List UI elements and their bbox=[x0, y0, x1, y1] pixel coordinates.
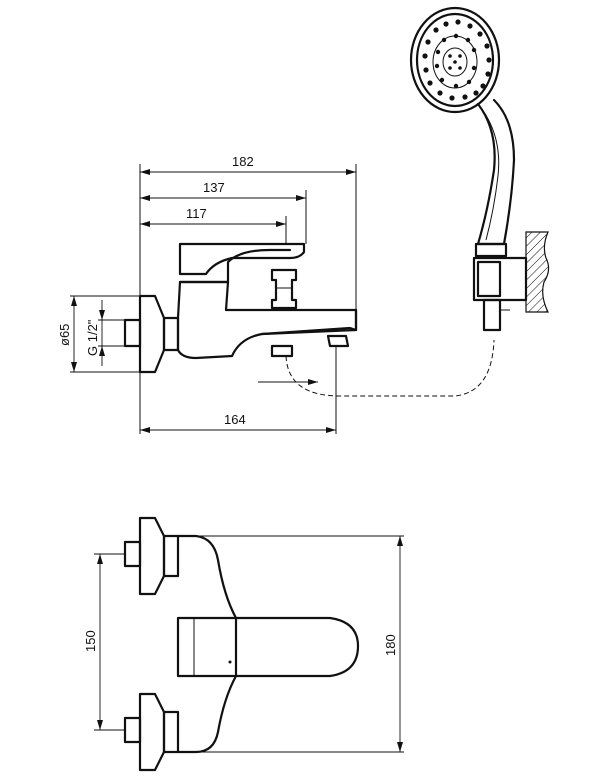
cartridge-housing bbox=[178, 248, 292, 284]
shower-holder bbox=[474, 242, 508, 258]
nozzle-holes bbox=[422, 19, 492, 101]
shower-hose bbox=[285, 339, 495, 397]
dim-137: 137 bbox=[203, 180, 225, 195]
top-flange bbox=[138, 516, 166, 596]
side-view bbox=[123, 242, 495, 397]
shower-head bbox=[409, 6, 501, 114]
spout bbox=[260, 308, 358, 336]
front-body bbox=[176, 534, 360, 754]
dim-117: 117 bbox=[186, 206, 207, 221]
hand-shower bbox=[409, 6, 550, 332]
dim-diameter: ø65 bbox=[57, 324, 72, 346]
lever-handle bbox=[178, 242, 306, 276]
aerator bbox=[326, 334, 350, 348]
dim-180: 180 bbox=[383, 634, 398, 656]
eccentric-connector bbox=[123, 318, 142, 348]
dim-150: 150 bbox=[83, 630, 98, 652]
front-view: 150 180 bbox=[83, 516, 404, 772]
diverter-knob bbox=[270, 268, 298, 310]
shower-outlet bbox=[270, 344, 294, 358]
dim-164: 164 bbox=[224, 412, 246, 427]
wall-flange bbox=[138, 294, 166, 374]
side-dimensions: 182 137 117 164 ø65 G 1/2" bbox=[57, 154, 357, 434]
shower-handle bbox=[476, 98, 516, 246]
bottom-flange bbox=[138, 692, 166, 772]
front-lever bbox=[176, 616, 238, 678]
dim-thread: G 1/2" bbox=[85, 319, 100, 356]
connection-nut bbox=[162, 316, 180, 352]
wall-section bbox=[525, 231, 550, 313]
dim-182: 182 bbox=[232, 154, 254, 169]
